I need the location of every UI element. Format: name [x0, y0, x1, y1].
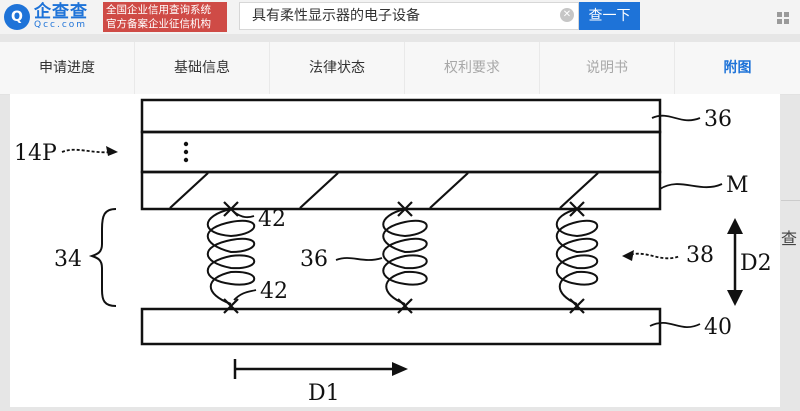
base-layer-40: [140, 307, 662, 346]
leader-42-bot: [233, 289, 257, 301]
tab-description[interactable]: 说明书: [540, 42, 675, 94]
spring-1: [207, 208, 255, 305]
patent-drawing-svg: 36 14P M 42 36 42 38 34 D2 40 D1: [14, 98, 772, 406]
ellipsis-dot-3: [183, 157, 189, 163]
leader-40: [649, 321, 701, 329]
tab-drawings[interactable]: 附图: [723, 60, 752, 76]
tab-application-progress[interactable]: 申请进度: [0, 42, 135, 94]
ellipsis-dot-1: [183, 141, 189, 147]
mesh-layer-m: [140, 170, 662, 211]
label-d1: D1: [308, 381, 340, 406]
logo-domain: Qcc.com: [34, 20, 88, 30]
label-34: 34: [54, 247, 82, 272]
brace-34: [88, 208, 117, 307]
tab-claims[interactable]: 权利要求: [405, 42, 540, 94]
display-layer-14p: [140, 130, 662, 174]
side-divider: [781, 200, 800, 201]
leader-14p-arrowhead: [106, 146, 118, 156]
logo-text: 企查查 Qcc.com: [34, 4, 88, 30]
d1-arrowhead: [392, 362, 408, 376]
d2-arrowhead-bottom: [727, 290, 743, 306]
slogan-line-1: 全国企业信用查询系统: [106, 4, 211, 16]
grid-menu-icon[interactable]: [777, 12, 789, 24]
label-38: 38: [686, 243, 714, 268]
top-bar: Q 企查查 Qcc.com 全国企业信用查询系统 官方备案企业征信机构 具有柔性…: [0, 0, 800, 34]
spring-2: [382, 208, 428, 305]
leader-m: [659, 183, 723, 190]
tab-bar: 申请进度 基础信息 法律状态 权利要求 说明书 附图: [0, 42, 800, 95]
mesh-hatch: [169, 172, 599, 209]
label-36-top: 36: [704, 107, 732, 132]
slogan-line-2: 官方备案企业征信机构: [106, 18, 211, 30]
d2-arrowhead-top: [727, 218, 743, 234]
leader-14p: [61, 148, 115, 154]
tab-legal-status[interactable]: 法律状态: [270, 42, 405, 94]
spring-3: [556, 208, 598, 305]
search-button[interactable]: 查一下: [579, 2, 640, 30]
leader-38-arrowhead: [622, 250, 634, 261]
site-logo[interactable]: Q 企查查 Qcc.com: [0, 0, 88, 34]
label-36-mid: 36: [300, 247, 328, 272]
clear-icon[interactable]: ✕: [560, 8, 574, 22]
slogan-badge: 全国企业信用查询系统 官方备案企业征信机构: [103, 2, 227, 32]
patent-drawing: 36 14P M 42 36 42 38 34 D2 40 D1: [10, 94, 780, 407]
label-m: M: [726, 173, 749, 198]
search-input[interactable]: 具有柔性显示器的电子设备: [239, 2, 579, 30]
label-42-bot: 42: [260, 279, 288, 304]
leader-36-mid: [335, 257, 383, 261]
leader-36-top: [651, 114, 701, 122]
logo-icon: Q: [4, 4, 30, 30]
ellipsis-dot-2: [183, 149, 189, 155]
label-14p: 14P: [14, 141, 57, 166]
tab-basic-info[interactable]: 基础信息: [135, 42, 270, 94]
leader-42-top: [233, 211, 255, 219]
cover-layer-36: [140, 98, 662, 134]
label-42-top: 42: [258, 207, 286, 232]
side-search-text[interactable]: 查: [781, 229, 798, 248]
label-d2: D2: [740, 251, 772, 276]
logo-name: 企查查: [34, 2, 88, 22]
label-40: 40: [704, 315, 732, 340]
leader-38: [625, 252, 681, 260]
